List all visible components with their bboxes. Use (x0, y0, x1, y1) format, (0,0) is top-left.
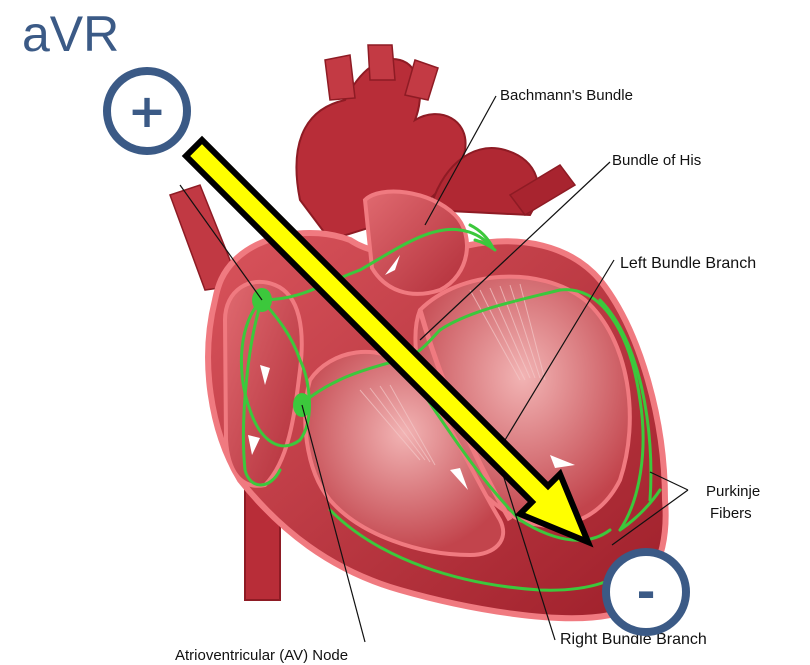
label-purkinje-1: Purkinje (706, 483, 760, 500)
label-bachmann: Bachmann's Bundle (500, 87, 633, 104)
minus-sign: - (636, 565, 655, 619)
label-purkinje-2: Fibers (710, 505, 752, 522)
plus-sign: + (128, 84, 167, 138)
negative-electrode: - (606, 552, 686, 632)
label-av-node: Atrioventricular (AV) Node (175, 647, 348, 664)
label-bundle-of-his: Bundle of His (612, 152, 701, 169)
label-left-bundle: Left Bundle Branch (620, 255, 756, 272)
positive-electrode: + (107, 71, 187, 151)
